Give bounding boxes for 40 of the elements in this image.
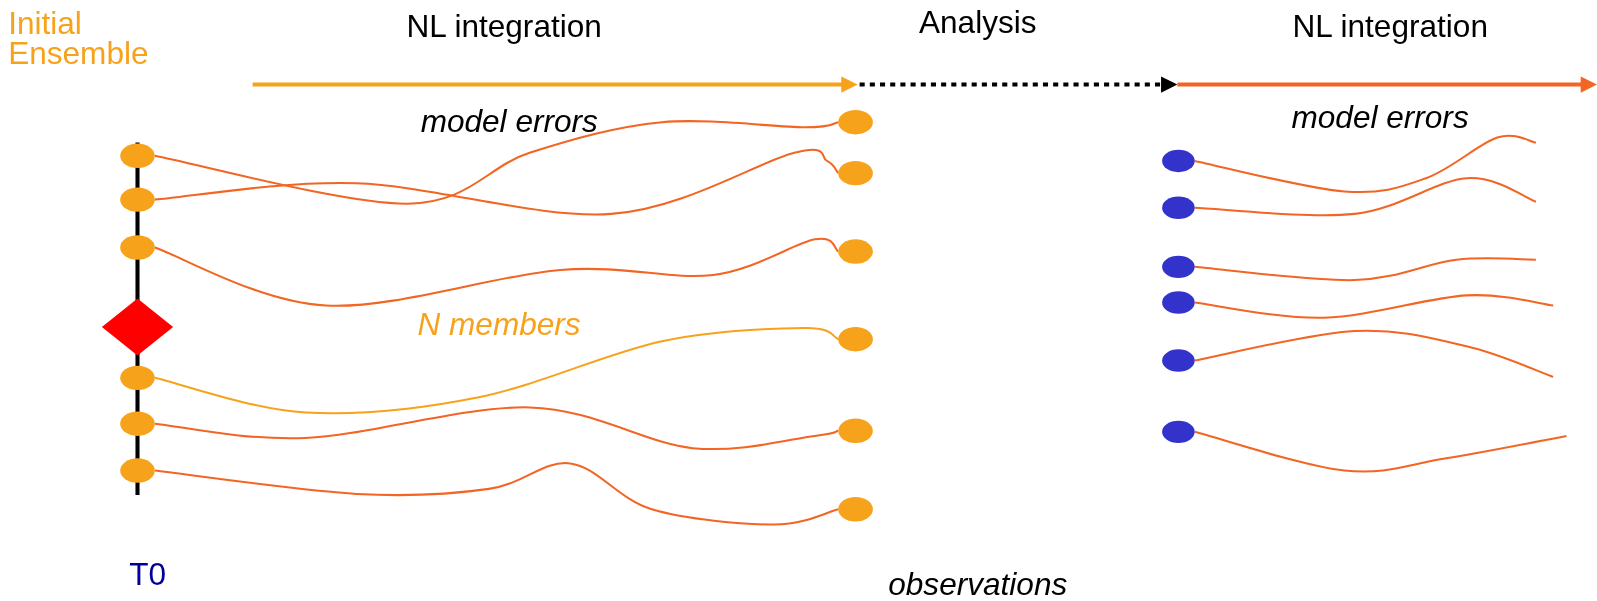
ensemble-title: Initial Ensemble xyxy=(8,8,150,70)
trajectory-curve xyxy=(1194,329,1554,378)
ensemble-dot xyxy=(120,143,155,169)
phase-label: NL integration xyxy=(1291,10,1489,43)
trajectory-curve xyxy=(154,326,839,415)
trajectory-curve xyxy=(154,148,840,216)
ensemble-dot xyxy=(1162,291,1195,314)
truth-diamond xyxy=(101,298,174,356)
trajectory-curve xyxy=(1194,177,1537,217)
model-errors-label: model errors xyxy=(1290,101,1470,135)
ensemble-dot xyxy=(1162,420,1195,444)
ensemble-dot xyxy=(1162,196,1195,219)
ensemble-dot xyxy=(838,239,873,264)
trajectory-curve xyxy=(154,237,840,307)
ensemble-dot xyxy=(838,497,873,522)
trajectory-curve xyxy=(1194,430,1567,473)
trajectory-curve xyxy=(1194,134,1537,194)
ensemble-dot xyxy=(1162,255,1195,279)
ensemble-dot xyxy=(1162,349,1195,372)
trajectory-curve xyxy=(1194,257,1536,282)
time-label: T0 xyxy=(128,558,168,591)
trajectory-curve xyxy=(154,120,839,205)
ensemble-dot xyxy=(838,418,873,444)
ensemble-dot xyxy=(120,187,155,212)
observations-label: observations xyxy=(887,568,1069,601)
ensemble-dot xyxy=(838,326,873,352)
model-errors-label: model errors xyxy=(419,105,599,139)
ensemble-dot xyxy=(838,160,873,186)
members-label: N members xyxy=(416,308,582,342)
trajectory-curve xyxy=(154,406,839,451)
phase-label: NL integration xyxy=(405,10,603,43)
ensemble-dot xyxy=(838,110,873,135)
ensemble-dot xyxy=(120,411,155,436)
ensemble-dot xyxy=(120,365,155,391)
ensemble-dot xyxy=(1162,149,1195,173)
ensemble-dot xyxy=(120,458,155,483)
trajectory-curve xyxy=(1194,294,1554,319)
trajectory-curve xyxy=(154,462,839,526)
ensemble-dot xyxy=(120,235,155,260)
phase-label: Analysis xyxy=(917,6,1038,39)
